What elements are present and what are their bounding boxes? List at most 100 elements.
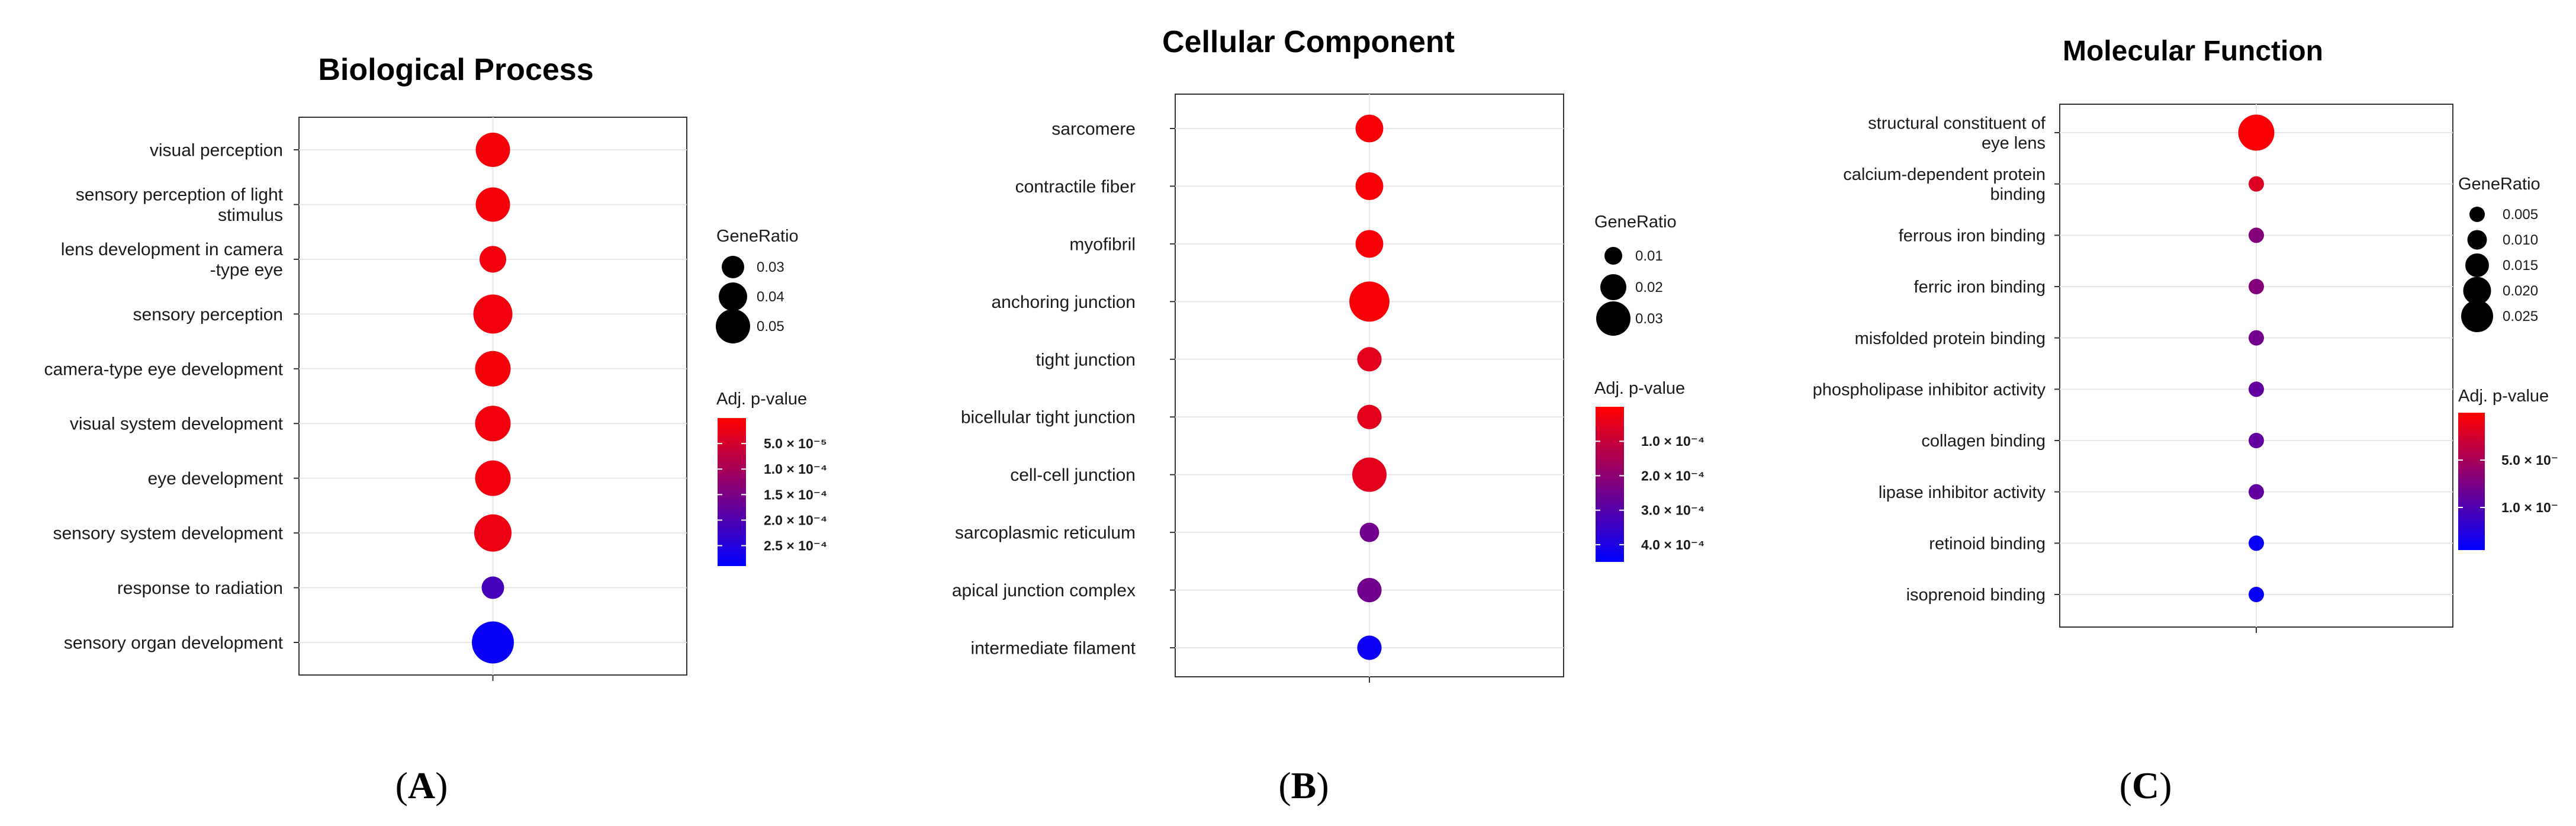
data-point (2238, 114, 2275, 151)
color-legend-label: 1.5 × 10⁻⁴ (764, 487, 827, 502)
color-legend-label: 2.0 × 10⁻⁴ (1641, 468, 1705, 483)
category-label: sensory system development (53, 524, 283, 544)
category-label: ferrous iron binding (1899, 226, 2046, 245)
color-legend-label: 5.0 × 10⁻ (2501, 452, 2558, 468)
size-legend-title: GeneRatio (2458, 175, 2540, 194)
color-legend-label: 5.0 × 10⁻⁵ (764, 436, 827, 451)
color-legend-bar (2458, 413, 2485, 550)
category-label: sensory perception (133, 305, 283, 324)
size-legend-key (2463, 277, 2491, 305)
category-label: tight junction (1036, 350, 1136, 369)
category-label: misfolded protein binding (1855, 329, 2046, 348)
category-label: sarcoplasmic reticulum (955, 523, 1136, 543)
size-legend-key (722, 256, 744, 278)
panel-title: Cellular Component (1162, 25, 1455, 59)
color-legend-label: 2.0 × 10⁻⁴ (764, 512, 827, 528)
category-label: apical junction complex (952, 581, 1136, 600)
size-legend-label: 0.03 (1635, 311, 1663, 327)
category-label: isoprenoid binding (1906, 586, 2046, 605)
panel-title: Molecular Function (2063, 36, 2323, 67)
data-point (2249, 535, 2264, 551)
category-label: camera-type eye development (44, 359, 283, 379)
data-point (473, 294, 513, 334)
data-point (2249, 279, 2264, 294)
category-label: visual perception (150, 141, 283, 160)
category-label: collagen binding (1921, 432, 2046, 451)
data-point (2249, 381, 2264, 397)
category-label: phospholipase inhibitor activity (1813, 380, 2046, 399)
data-point (2249, 330, 2264, 346)
data-point (2249, 176, 2264, 192)
data-point (475, 406, 511, 442)
panel-letter: (C) (2120, 764, 2172, 806)
size-legend-title: GeneRatio (716, 227, 799, 246)
size-legend-label: 0.04 (757, 289, 784, 305)
size-legend-label: 0.020 (2503, 283, 2538, 299)
category-label: lipase inhibitor activity (1879, 483, 2046, 502)
data-point (475, 187, 510, 222)
color-legend-label: 1.0 × 10⁻⁴ (1641, 433, 1705, 449)
category-label: cell-cell junction (1010, 465, 1136, 485)
category-label: retinoid binding (1929, 534, 2046, 553)
color-legend-label: 3.0 × 10⁻⁴ (1641, 503, 1705, 518)
category-label: eye development (148, 469, 284, 488)
size-legend-label: 0.03 (757, 259, 784, 275)
data-point (2249, 227, 2264, 243)
color-legend-label: 1.0 × 10⁻⁴ (764, 461, 827, 477)
size-legend-label: 0.015 (2503, 258, 2538, 274)
data-point (475, 133, 510, 167)
color-legend-title: Adj. p-value (2458, 387, 2549, 406)
size-legend-key (1600, 274, 1626, 300)
color-legend-bar (718, 418, 746, 566)
data-point (1357, 577, 1382, 603)
panel-letter: (A) (395, 764, 448, 806)
data-point (2249, 433, 2264, 448)
size-legend-title: GeneRatio (1594, 213, 1677, 232)
category-label: sarcomere (1051, 120, 1136, 139)
size-legend-key (1596, 301, 1630, 336)
category-label: contractile fiber (1015, 177, 1136, 197)
chart-panel-2: Cellular Component sarcomere contractile f… (952, 25, 1705, 683)
size-legend-label: 0.05 (757, 319, 784, 335)
data-point (1357, 347, 1382, 372)
category-label: bicellular tight junction (961, 408, 1136, 428)
size-legend-key (2469, 207, 2485, 222)
category-label: visual system development (70, 414, 284, 434)
data-point (1355, 172, 1384, 200)
size-legend-key (1604, 247, 1622, 265)
data-point (475, 460, 511, 496)
size-legend-key (2461, 300, 2493, 332)
data-point (1359, 522, 1379, 542)
data-point (475, 351, 511, 387)
category-label: response to radiation (117, 578, 283, 598)
size-legend-key (716, 309, 750, 343)
category-label: lens development in camera-type eye (61, 240, 284, 280)
color-legend-bar (1596, 407, 1624, 562)
size-legend-label: 0.025 (2503, 308, 2538, 324)
size-legend-label: 0.01 (1635, 248, 1663, 264)
category-label: anchoring junction (991, 293, 1136, 312)
category-label: intermediate filament (971, 639, 1136, 658)
data-point (480, 246, 506, 273)
color-legend-title: Adj. p-value (1594, 379, 1685, 398)
color-legend-label: 1.0 × 10⁻ (2501, 500, 2558, 515)
size-legend-label: 0.02 (1635, 279, 1663, 295)
data-point (1355, 114, 1384, 143)
size-legend-label: 0.010 (2503, 232, 2538, 248)
color-legend-label: 4.0 × 10⁻⁴ (1641, 537, 1705, 552)
data-point (2249, 484, 2264, 500)
size-legend-key (2467, 230, 2487, 250)
data-point (474, 514, 512, 552)
size-legend-label: 0.005 (2503, 207, 2538, 223)
data-point (472, 621, 514, 664)
data-point (2249, 587, 2264, 602)
panel-letter: (B) (1278, 764, 1329, 806)
category-label: ferric iron binding (1914, 278, 2046, 297)
size-legend-key (719, 282, 747, 311)
data-point (1357, 635, 1382, 660)
